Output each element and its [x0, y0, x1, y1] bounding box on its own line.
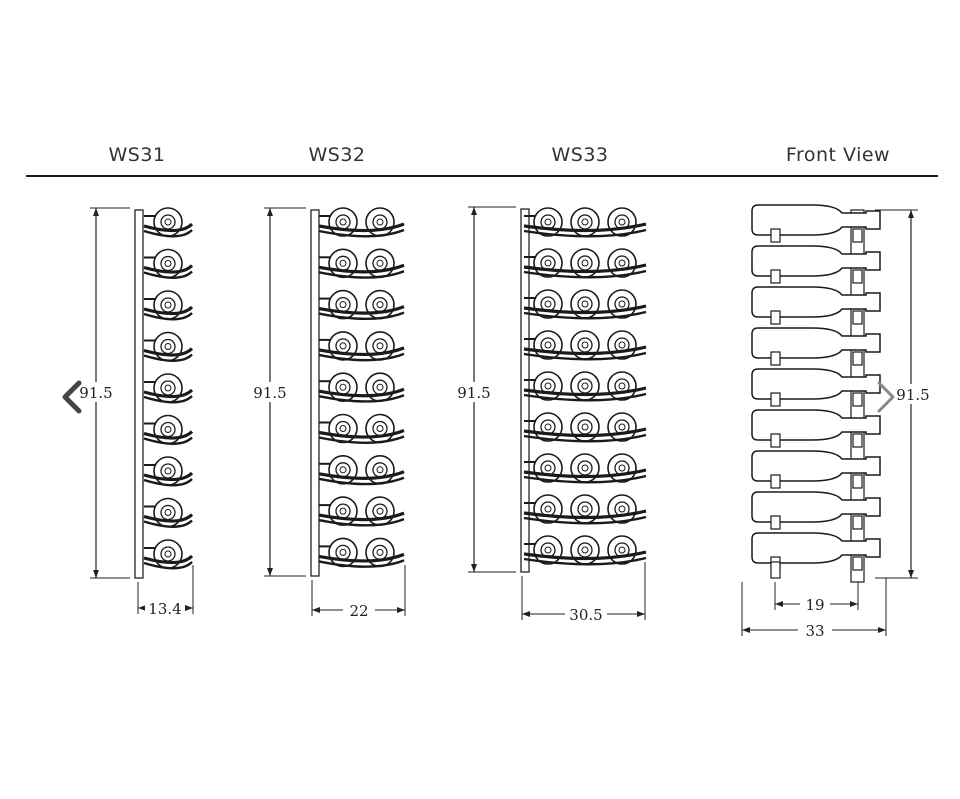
- front-bottle-rows: [751, 204, 881, 583]
- bottle-row: [523, 494, 647, 525]
- bottle-row: [318, 413, 405, 444]
- ws33-depth-dimension: 30.5: [521, 562, 646, 624]
- title-ws31: WS31: [108, 144, 166, 166]
- ws32-height-dimension: 91.5: [253, 207, 306, 577]
- bottle-row: [523, 453, 647, 484]
- chevron-right-icon: [877, 381, 895, 413]
- ws32-bottle-rows: [318, 207, 405, 568]
- bottle-row: [318, 289, 405, 321]
- ws31-wall-rail: [134, 209, 144, 579]
- ws31-side-view: 91.5 13.4: [79, 207, 194, 618]
- front-outer-width-dimension: 33: [741, 578, 887, 640]
- front-height-dimension: 91.5: [875, 209, 930, 579]
- ws31-depth-label: 13.4: [148, 600, 181, 618]
- front-view: 91.5 19 33: [741, 204, 930, 640]
- ws32-height-label: 91.5: [253, 384, 286, 402]
- front-bottle: [751, 245, 881, 284]
- front-outer-width-label: 33: [805, 622, 824, 640]
- ws32-side-view: 91.5 22: [253, 207, 406, 620]
- front-inner-width-label: 19: [805, 596, 824, 614]
- ws31-bottle-rows: [143, 207, 194, 570]
- bottle-row: [143, 497, 194, 528]
- ws33-height-label: 91.5: [457, 384, 490, 402]
- bottle-row: [318, 331, 405, 362]
- bottle-row: [318, 454, 405, 486]
- bottle-row: [143, 373, 194, 404]
- ws32-depth-label: 22: [349, 602, 368, 620]
- front-bottle: [751, 450, 881, 489]
- front-inner-width-dimension: 19: [774, 582, 859, 614]
- ws31-depth-dimension: 13.4: [137, 565, 194, 618]
- title-ws32: WS32: [308, 144, 366, 166]
- next-button[interactable]: [866, 372, 906, 422]
- bottle-row: [523, 289, 647, 320]
- ws33-side-view: 91.5 30.5: [457, 206, 647, 624]
- front-height-label: 91.5: [896, 386, 929, 404]
- bottle-row: [143, 290, 194, 321]
- front-bottle: [751, 409, 881, 448]
- ws33-height-dimension: 91.5: [457, 206, 516, 573]
- ws33-bottle-rows: [523, 207, 647, 566]
- ws32-wall-rail: [310, 209, 320, 577]
- bottle-row: [143, 456, 194, 487]
- title-ws33: WS33: [551, 144, 609, 166]
- bottle-row: [318, 496, 405, 527]
- bottle-row: [523, 371, 647, 402]
- bottle-row: [318, 207, 405, 238]
- bottle-row: [523, 248, 647, 279]
- title-front-view: Front View: [785, 144, 891, 166]
- ws33-depth-label: 30.5: [569, 606, 602, 624]
- ws31-height-label: 91.5: [79, 384, 112, 402]
- front-bottle: [751, 491, 881, 530]
- prev-button[interactable]: [52, 372, 92, 422]
- bottle-row: [318, 537, 405, 568]
- bottle-row: [143, 414, 194, 445]
- bottle-row: [143, 207, 194, 238]
- ws32-depth-dimension: 22: [311, 565, 406, 620]
- bottle-row: [143, 248, 194, 279]
- front-bottle: [751, 327, 881, 366]
- front-bottle: [751, 204, 881, 243]
- bottle-row: [523, 330, 647, 361]
- front-bottle: [751, 286, 881, 325]
- bottle-row: [143, 539, 194, 570]
- ws31-height-dimension: 91.5: [79, 207, 130, 579]
- bottle-row: [143, 331, 194, 362]
- bottle-row: [318, 248, 405, 279]
- bottle-row: [523, 207, 647, 238]
- bottle-row: [318, 372, 405, 403]
- bottle-row: [523, 412, 647, 443]
- chevron-left-icon: [62, 380, 82, 414]
- bottle-row: [523, 535, 647, 566]
- front-bottle: [751, 368, 881, 407]
